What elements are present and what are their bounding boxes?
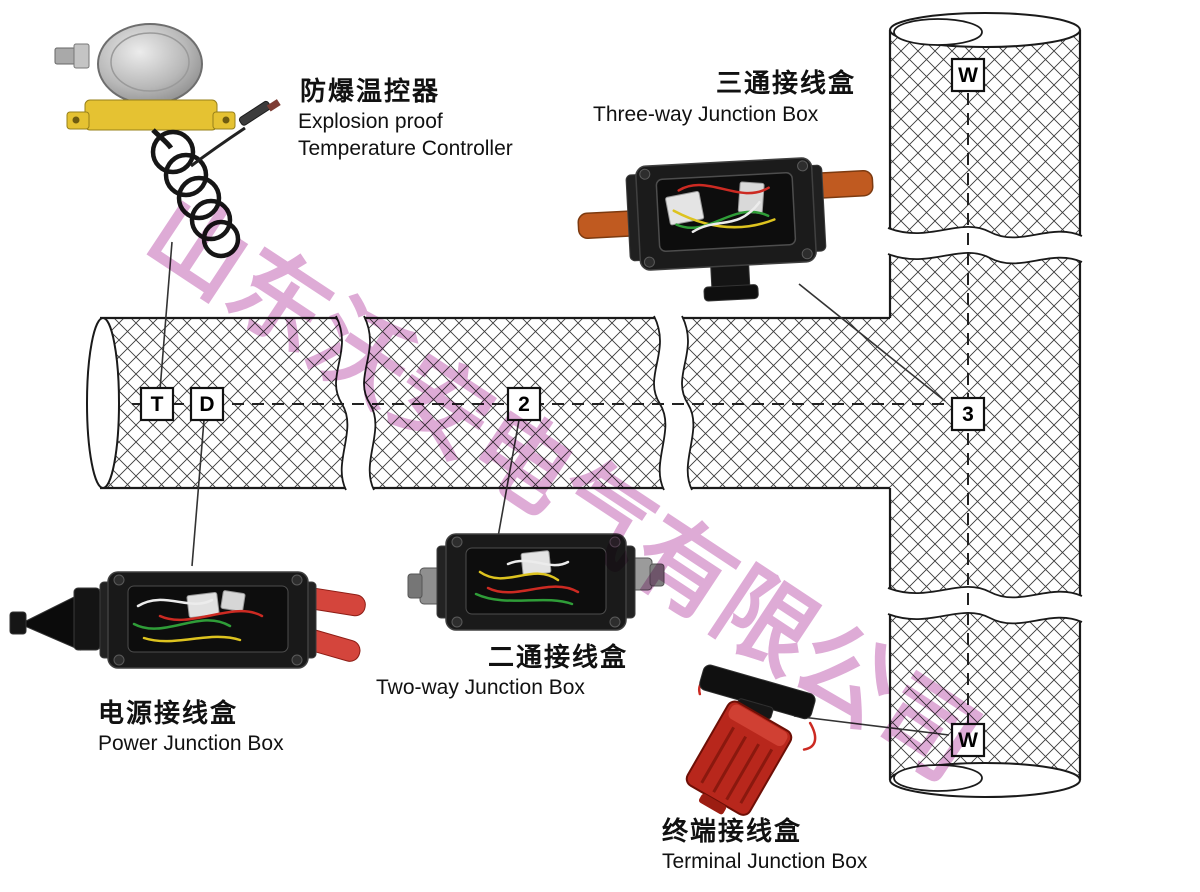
power-label-cn: 电源接线盒 [98,698,238,728]
controller-cap [97,23,203,105]
wire-red [802,721,817,751]
power-label-en: Power Junction Box [98,732,284,755]
marker-t-letter: T [151,393,164,416]
conduit-nut [73,43,90,69]
leader-line-power-junction-box [191,419,205,567]
marker-w-bottom-letter: W [958,729,978,752]
marker-2: 2 [506,386,542,422]
terminal-junction-box-illustration [685,664,817,816]
leader-line-two-way-junction-box [497,419,520,538]
pipe-open-end-left [86,317,120,489]
two-way-label-en: Two-way Junction Box [376,676,585,699]
terminal-block [665,191,705,226]
three-way-label-cn: 三通接线盒 [716,68,856,98]
marker-d-letter: D [199,393,214,416]
temperature-controller-illustration [54,23,281,259]
terminal-label-en: Terminal Junction Box [662,850,868,873]
inner-pipe-end-top [893,18,983,46]
sensor-probe [238,100,272,126]
three-way-label-en: Three-way Junction Box [593,103,819,126]
controller-base [84,99,218,131]
wire-green [675,210,770,229]
leader-line-three-way-junction-box [798,283,946,402]
two-way-label-cn: 二通接线盒 [488,642,628,672]
label-three-way-junction-box: 三通接线盒 Three-way Junction Box [593,68,856,126]
marker-w-bottom: W [950,722,986,758]
wire-yellow [478,570,560,582]
label-power-junction-box: 电源接线盒 Power Junction Box [98,698,284,755]
temperature-controller-label-en1: Explosion proof [298,110,443,133]
wire-yellow [142,635,242,643]
marker-3: 3 [950,396,986,432]
inner-pipe-end-bottom [893,764,983,792]
wire-red [158,610,264,622]
terminal-block [737,181,765,214]
marker-d: D [189,386,225,422]
label-temperature-controller: 防爆温控器 Explosion proof Temperature Contro… [298,76,513,160]
power-junction-box-illustration [9,571,366,669]
temperature-controller-label-cn: 防爆温控器 [300,76,440,106]
wire-yellow [672,209,776,229]
pipe-break-gap [887,586,1083,625]
terminal-block [220,590,246,612]
wire-green [474,592,574,606]
marker-t: T [139,386,175,422]
cable-gland-nut [73,587,101,651]
label-terminal-junction-box: 终端接线盒 Terminal Junction Box [662,816,868,873]
marker-3-letter: 3 [962,403,974,426]
wire-white [136,598,214,608]
wire-white [691,200,761,234]
leader-line-temperature-controller [159,241,173,391]
capillary-coil [150,129,241,259]
two-way-junction-box-illustration [407,533,665,631]
marker-w-top-letter: W [958,64,978,87]
wire-red [486,585,580,594]
terminal-label-cn: 终端接线盒 [662,816,802,846]
wire-red [677,183,770,195]
wire-green [132,619,232,630]
three-way-junction-box-illustration [577,157,874,302]
marker-w-top: W [950,57,986,93]
temperature-controller-label-en2: Temperature Controller [298,137,513,160]
pipe-break-gap [887,226,1083,265]
marker-2-letter: 2 [518,393,530,416]
wire-white [506,559,570,567]
label-two-way-junction-box: 二通接线盒 Two-way Junction Box [376,642,628,699]
leader-line-terminal-junction-box [793,715,950,736]
